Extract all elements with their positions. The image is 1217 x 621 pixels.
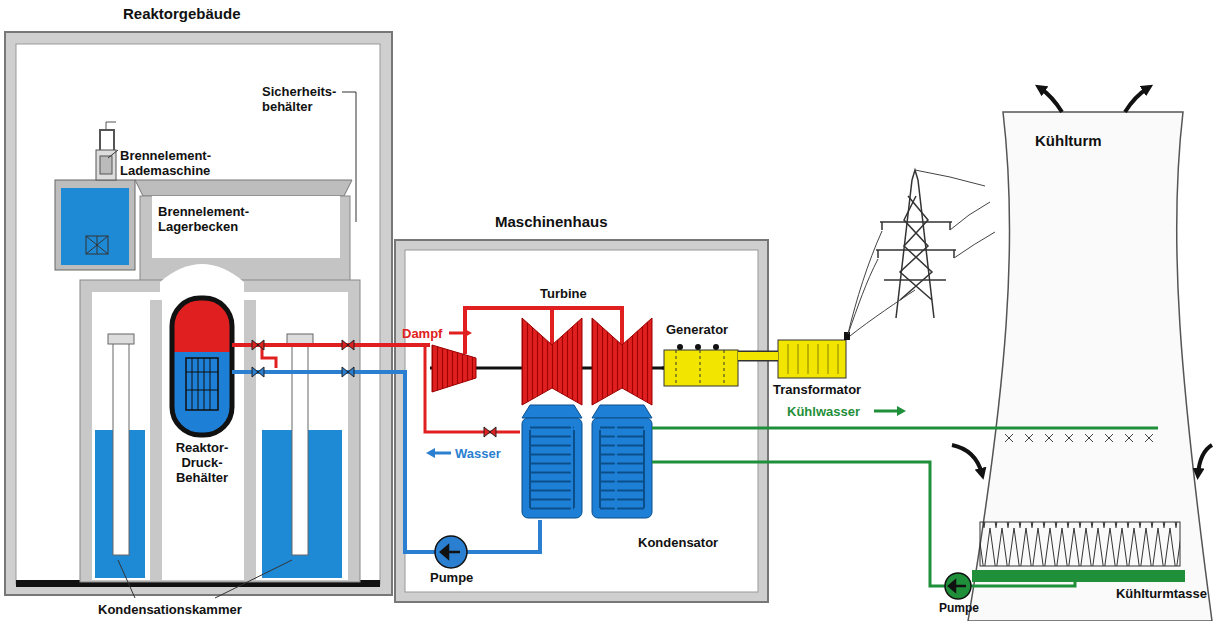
cooling-basin: Kühlturmtasse: [972, 570, 1185, 582]
node-label: Turbine: [540, 286, 587, 301]
building-box: MaschinenhausTurbineGeneratorKondensator…: [395, 240, 768, 602]
turbine-box: Turbine: [430, 318, 662, 408]
pipe-connector: [232, 372, 435, 552]
turbine-hall: [395, 240, 768, 602]
pipe-connector: [662, 368, 664, 369]
node-label: Pumpe: [939, 601, 979, 615]
pipe-connector: [467, 520, 540, 552]
transformer-and-pylon: [778, 170, 995, 378]
reactor-building: [5, 32, 392, 598]
node-label: Kühlturm: [1035, 132, 1102, 150]
pump-circle: Pumpe: [435, 536, 467, 568]
flow-label: Kühlwasser: [787, 404, 860, 419]
part-label: Brennelement- Lademaschine: [120, 148, 224, 178]
flow-label: Dampf: [402, 326, 442, 341]
node-label: Kühlturmtasse: [1116, 586, 1207, 601]
part-label: Sicherheits- behälter: [262, 84, 350, 114]
pipe-connector: [971, 582, 1075, 586]
reactor-vessel-box: Reaktor- Druck- Behälter: [172, 298, 232, 435]
part-label: Brennelement- Lagerbecken: [158, 204, 262, 234]
node-label: Reaktorgebäude: [123, 5, 241, 23]
cooling-tower-box: KühlturmKühlturmtasse: [968, 112, 1212, 621]
node-label: Generator: [666, 322, 728, 337]
transformer-box: Transformator: [778, 340, 846, 378]
cooling-tower: [952, 88, 1212, 621]
building-box: ReaktorgebäudeReaktor- Druck- Behälter: [5, 32, 392, 595]
node-label: Maschinenhaus: [495, 213, 608, 231]
pump-circle: Pumpe: [945, 573, 971, 599]
node-label: Transformator: [773, 382, 861, 397]
pipe-connector: [652, 462, 945, 586]
pipe-connector: [232, 345, 520, 432]
pipe-connector: [738, 356, 778, 357]
pipe-connector: [652, 428, 968, 429]
condenser-box: Kondensator: [520, 403, 652, 520]
node-label: Reaktor- Druck- Behälter: [164, 440, 240, 485]
reactor-vessel: [172, 298, 232, 435]
generator-box: Generator: [664, 350, 738, 386]
part-label: Kondensationskammer: [98, 602, 242, 617]
flow-label: Wasser: [455, 446, 501, 461]
node-label: Pumpe: [430, 570, 473, 585]
node-label: Kondensator: [638, 535, 718, 550]
